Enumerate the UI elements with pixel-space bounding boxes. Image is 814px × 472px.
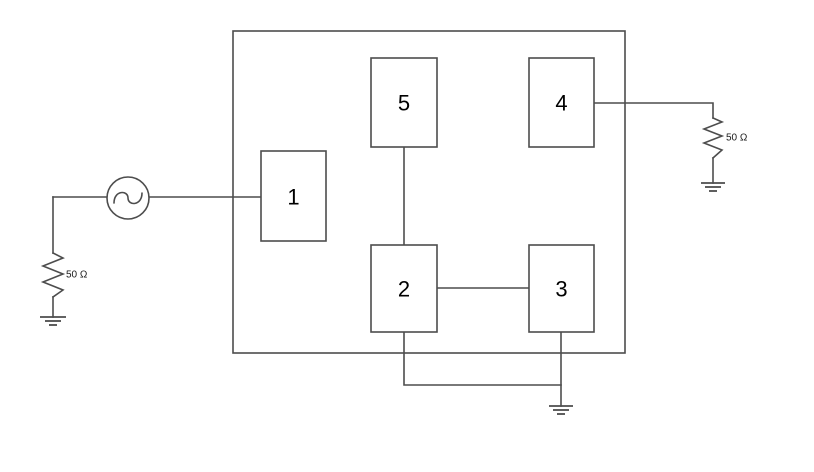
ground-left-icon <box>40 316 66 326</box>
block-3-rect <box>528 244 595 333</box>
resistor-right[interactable] <box>701 116 725 160</box>
block-5[interactable]: 5 <box>370 57 438 148</box>
wire-block2-to-ground-bus <box>403 331 562 386</box>
resistor-left-zigzag <box>40 251 66 299</box>
block-2-rect <box>370 244 438 333</box>
block-3-label: 3 <box>555 277 567 302</box>
resistor-right-label: 50 Ω <box>726 133 748 144</box>
block-1[interactable]: 1 <box>260 150 327 242</box>
ac-source[interactable] <box>106 176 150 220</box>
ground-bottom-icon <box>549 405 573 415</box>
block-1-label: 1 <box>287 185 299 210</box>
resistor-right-zigzag <box>701 116 725 160</box>
block-2-label: 2 <box>398 277 410 302</box>
block-2[interactable]: 2 <box>370 244 438 333</box>
block-4-rect <box>528 57 595 148</box>
wires-group <box>52 102 714 407</box>
block-4[interactable]: 4 <box>528 57 595 148</box>
block-1-rect <box>260 150 327 242</box>
system-boundary-rect <box>232 30 626 354</box>
block-3[interactable]: 3 <box>528 244 595 333</box>
resistor-left-label: 50 Ω <box>66 270 88 281</box>
ground-right-icon <box>701 182 725 192</box>
block-4-label: 4 <box>555 91 567 116</box>
block-5-rect <box>370 57 438 148</box>
sine-wave-icon <box>113 191 143 205</box>
block-5-label: 5 <box>398 91 410 116</box>
resistor-left[interactable] <box>40 251 66 299</box>
wire-block4-to-resistor-right <box>593 102 714 119</box>
